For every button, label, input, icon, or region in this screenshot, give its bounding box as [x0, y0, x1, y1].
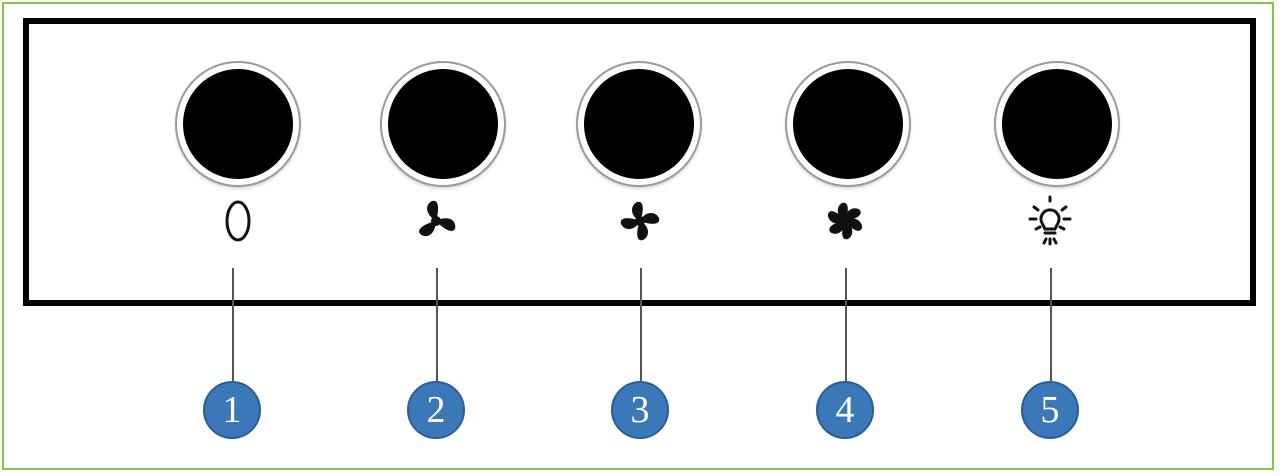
- light-button[interactable]: [996, 63, 1118, 185]
- leader-line-3: [640, 268, 642, 388]
- leader-line-4: [845, 268, 847, 388]
- leader-line-2: [436, 268, 438, 388]
- callout-badge-1: 1: [203, 381, 261, 439]
- fan-speed-1-button[interactable]: [382, 63, 504, 185]
- power-button[interactable]: [177, 63, 299, 185]
- leader-line-5: [1050, 268, 1052, 388]
- fan-speed-3-icon: [817, 193, 873, 249]
- fan-speed-3-button[interactable]: [787, 63, 909, 185]
- light-bulb-icon: [1022, 193, 1078, 249]
- callout-badge-4: 4: [816, 381, 874, 439]
- fan-speed-2-button[interactable]: [578, 63, 700, 185]
- callout-badge-3: 3: [611, 381, 669, 439]
- fan-speed-2-icon: [612, 193, 668, 249]
- callout-badge-2: 2: [407, 381, 465, 439]
- power-off-icon: [210, 193, 266, 249]
- callout-badge-5: 5: [1021, 381, 1079, 439]
- fan-speed-1-icon: [408, 193, 464, 249]
- leader-line-1: [232, 268, 234, 388]
